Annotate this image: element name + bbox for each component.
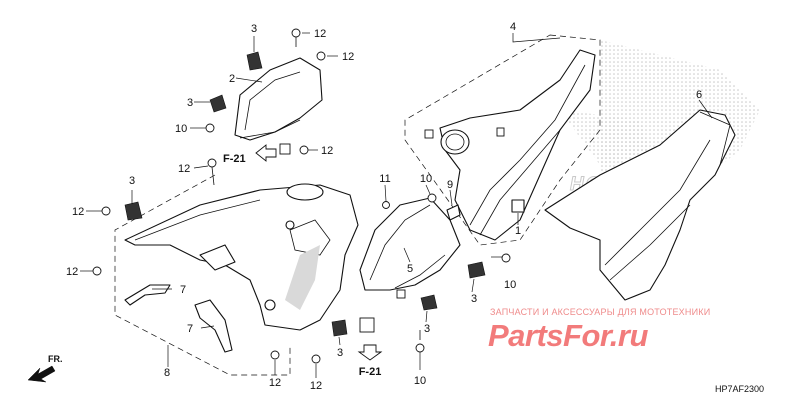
diagram-code: HP7AF2300	[715, 384, 764, 394]
callout-1: 1	[515, 225, 521, 237]
part-1	[511, 199, 525, 213]
ref-arrow-f21-top	[255, 144, 277, 162]
ref-label-f21-bottom: F-21	[359, 366, 382, 378]
callout-10-right: 10	[504, 279, 516, 291]
part-2-upper-cover	[234, 57, 323, 141]
callout-12-mid: 12	[178, 163, 190, 175]
callout-7-a: 7	[180, 284, 186, 296]
watermark-banner: ЗАПЧАСТИ И АКСЕССУАРЫ ДЛЯ МОТОТЕХНИКИ	[490, 307, 710, 317]
ref-arrow-f21-bottom	[357, 344, 383, 361]
part-7-trim-strips	[124, 284, 233, 353]
part-9	[446, 204, 461, 221]
callout-9: 9	[447, 179, 453, 191]
callout-8: 8	[164, 367, 170, 379]
outline-item-8	[114, 174, 291, 376]
callout-10-left: 10	[175, 123, 187, 135]
callout-11: 11	[379, 173, 390, 185]
callout-6: 6	[696, 89, 702, 101]
outline-item-4	[404, 34, 601, 246]
callout-3-bot: 3	[337, 347, 343, 359]
callout-12-bot2: 12	[310, 380, 322, 392]
callout-4: 4	[510, 21, 516, 33]
callout-3-top: 3	[251, 23, 257, 35]
callout-12-bot1: 12	[269, 377, 281, 389]
callout-10-mid: 10	[420, 173, 432, 185]
part-4-airbox-cover	[424, 49, 596, 241]
watermark-logo: PartsFor.ru	[488, 318, 648, 353]
callout-12-top: 12	[314, 28, 326, 40]
leader-lines	[80, 32, 713, 378]
part-5-shroud	[359, 197, 461, 299]
fasteners	[92, 28, 511, 364]
callout-3-r2: 3	[424, 323, 430, 335]
callout-12-low: 12	[66, 266, 78, 278]
direction-label: FR.	[48, 354, 63, 364]
callout-2: 2	[229, 73, 235, 85]
callout-7-b: 7	[187, 323, 193, 335]
ref-label-f21-top: F-21	[223, 153, 246, 165]
callout-5: 5	[407, 263, 413, 275]
callout-10-bot: 10	[414, 375, 426, 387]
callout-12-f21: 12	[321, 145, 333, 157]
part-8-main-shroud	[124, 183, 359, 331]
callout-12-right: 12	[342, 51, 354, 63]
callout-3-r1: 3	[471, 293, 477, 305]
part-6-side-cover	[544, 109, 736, 301]
callout-3-left: 3	[129, 175, 135, 187]
callout-3-mid: 3	[187, 97, 193, 109]
front-direction-arrow	[27, 365, 56, 383]
callout-12-leftpanel: 12	[72, 206, 84, 218]
